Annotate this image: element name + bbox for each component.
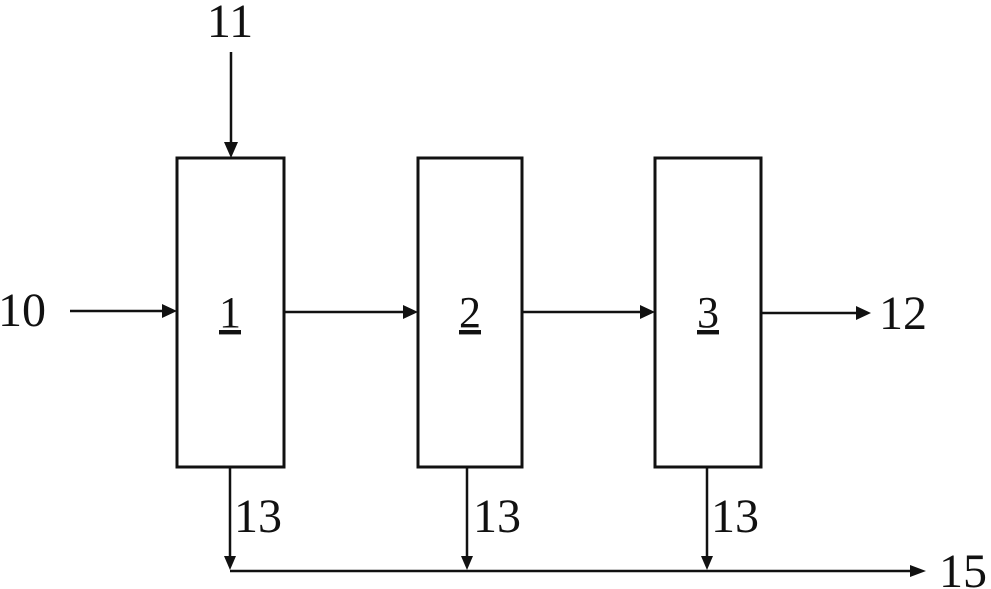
bottom-collector-arrowhead (910, 565, 926, 577)
stage-label-1: 1 (219, 288, 241, 337)
stage-box-1 (175, 156, 286, 469)
stage-box-3 (653, 156, 763, 469)
feed-top-arrowhead (224, 142, 238, 158)
bottom-label-stage-3: 13 (711, 490, 759, 543)
feed-left-arrowhead (162, 304, 177, 318)
stage-box-2 (416, 156, 524, 469)
transfer-2-3-arrowhead (640, 305, 655, 319)
stage-label-2: 2 (459, 288, 481, 337)
bottom-arrowhead-stage-1 (224, 556, 236, 570)
bottom-collector-label: 15 (939, 545, 987, 589)
product-right-label: 12 (879, 287, 927, 340)
transfer-1-2-arrowhead (403, 305, 418, 319)
feed-left-label: 10 (0, 284, 46, 337)
stage-label-3: 3 (697, 288, 719, 337)
product-right-arrowhead (856, 306, 871, 320)
bottom-arrowhead-stage-2 (461, 556, 473, 570)
bottom-arrowhead-stage-3 (701, 556, 713, 570)
bottom-label-stage-2: 13 (473, 490, 521, 543)
feed-top-label: 11 (207, 0, 253, 48)
bottom-label-stage-1: 13 (234, 490, 282, 543)
